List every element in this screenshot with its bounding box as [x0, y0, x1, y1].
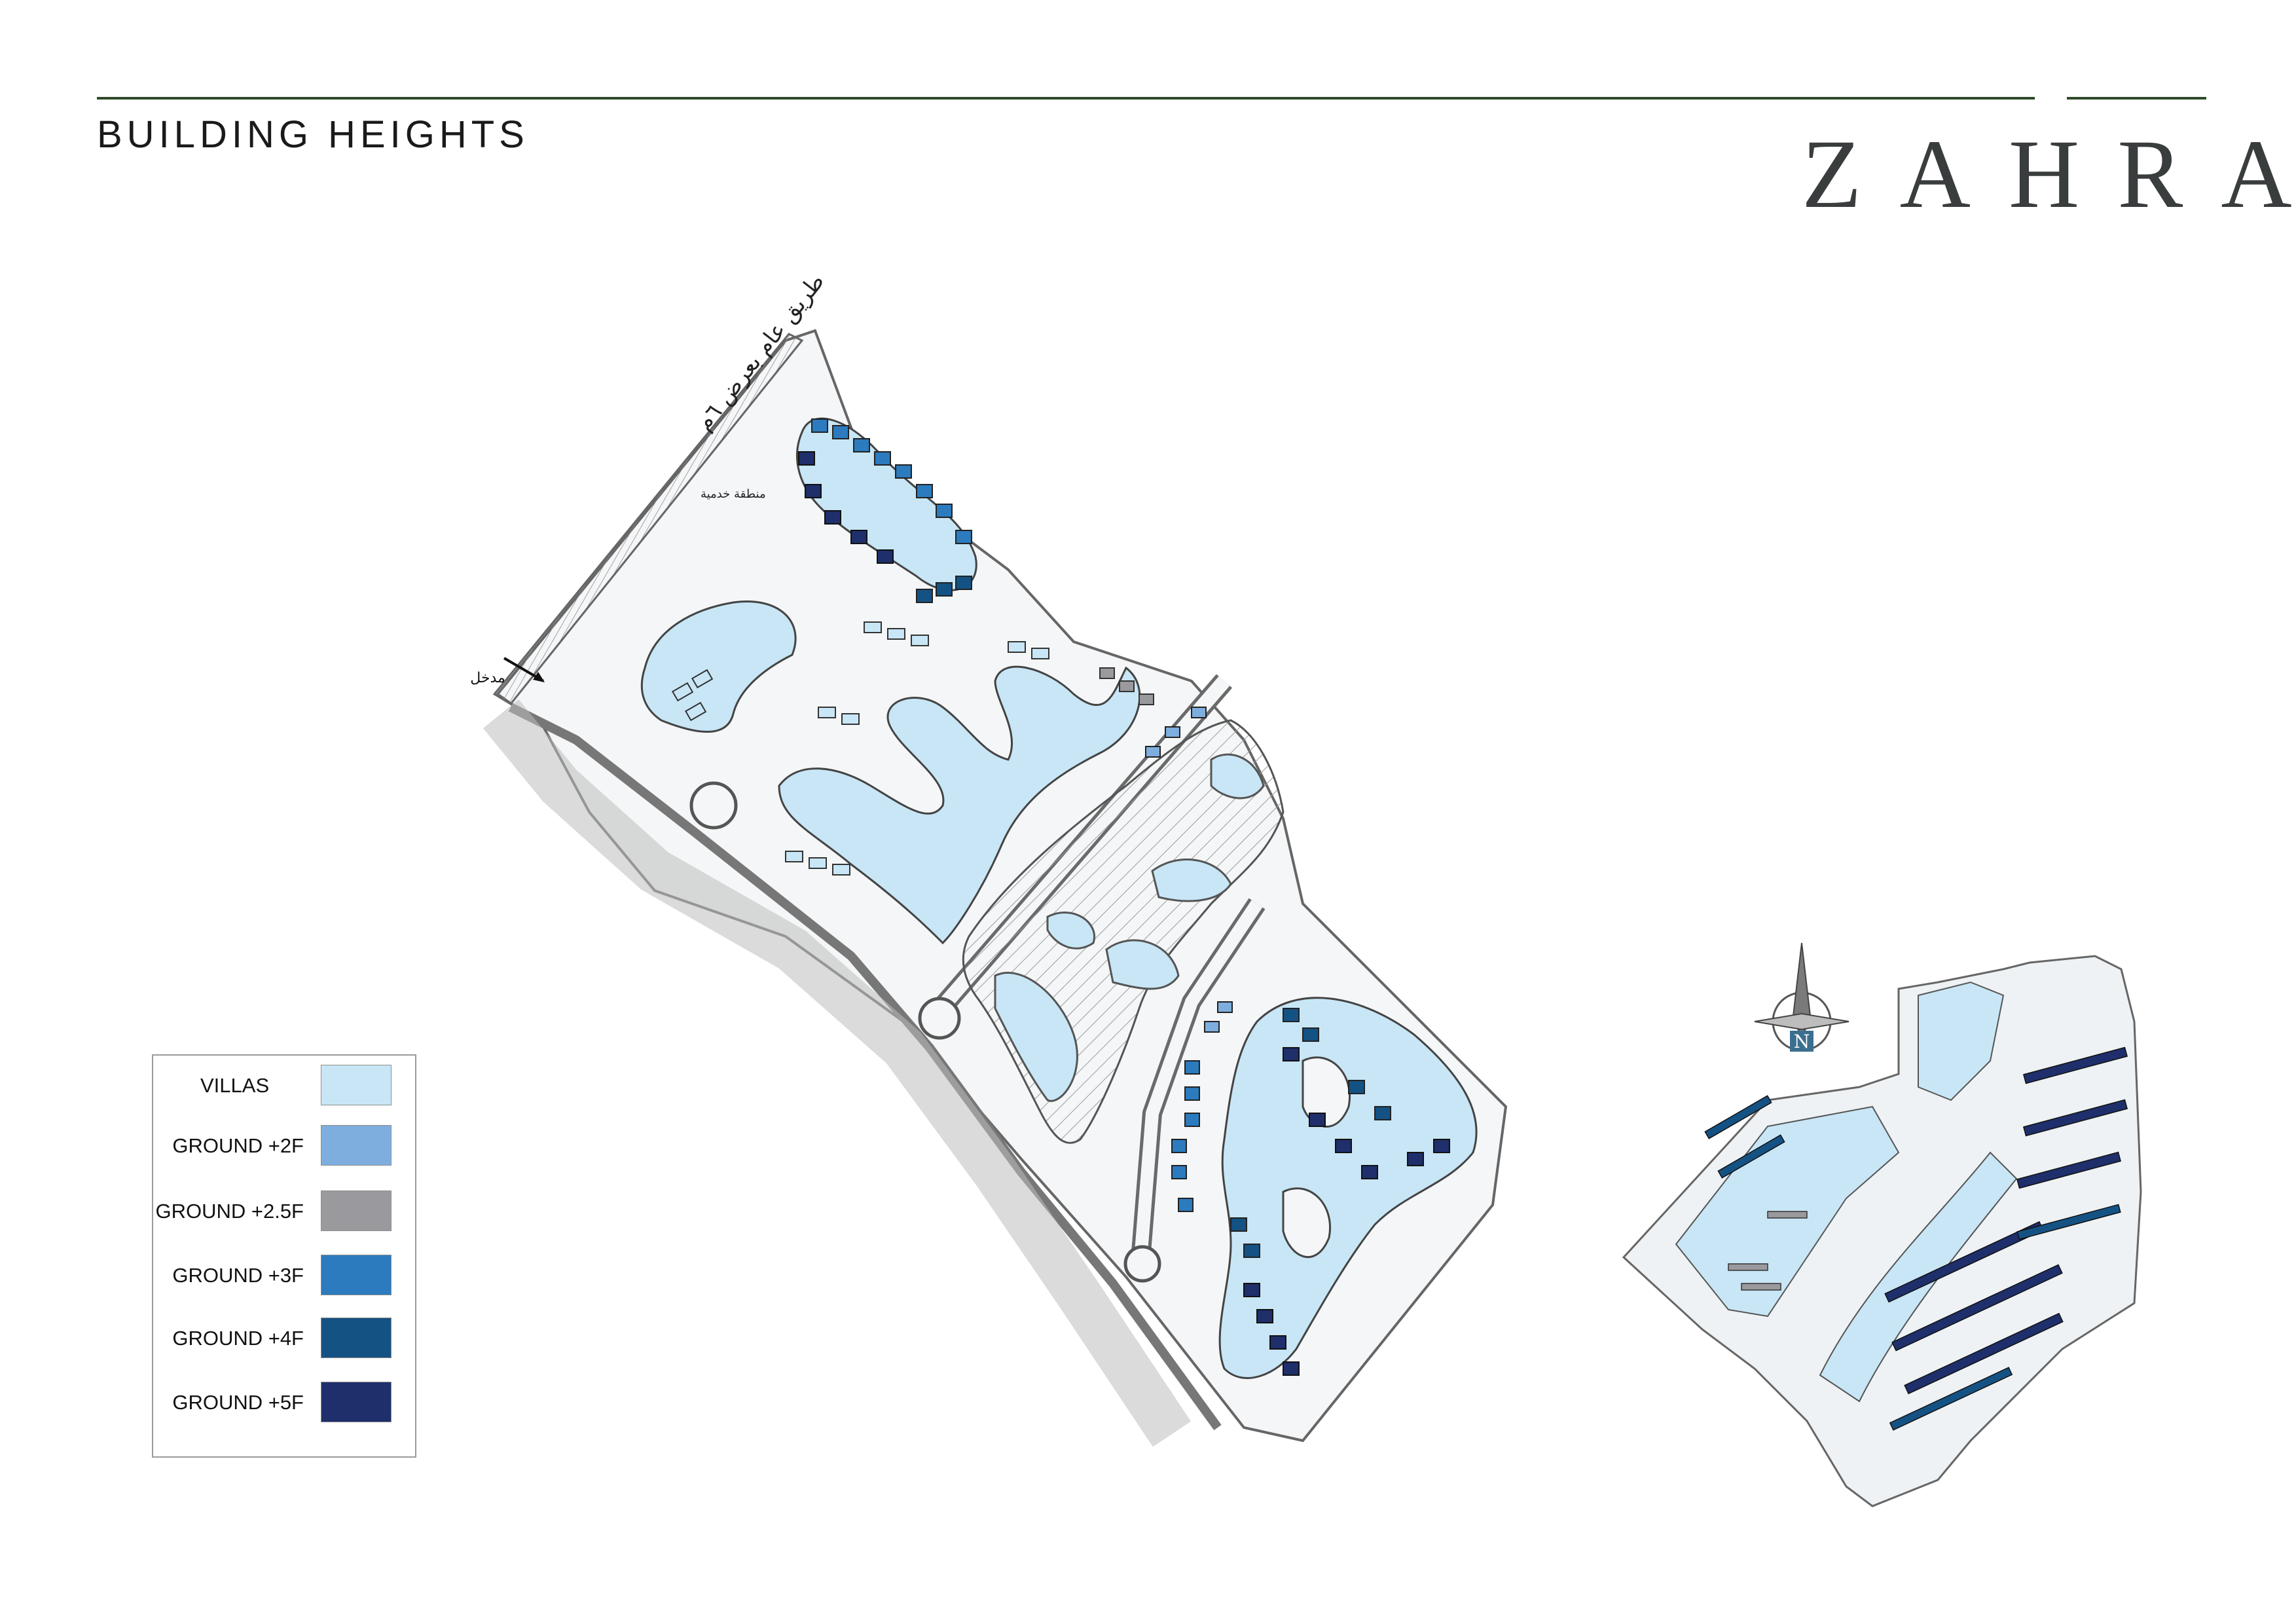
g4-blocks [916, 576, 1391, 1258]
legend-swatch-villas [321, 1065, 392, 1105]
legend-label: VILLAS [200, 1074, 270, 1097]
page-title: BUILDING HEIGHTS [97, 113, 529, 156]
perimeter-road [508, 703, 1222, 1431]
river-water [994, 753, 1265, 1102]
entrance-arrowhead [533, 672, 545, 682]
legend-swatch-ground-2-5f [321, 1190, 392, 1231]
entrance-label: مدخل [470, 670, 505, 686]
boundary-road [492, 333, 804, 705]
legend-label: GROUND +5F [172, 1391, 304, 1414]
key-plan-north-water [1918, 981, 2005, 1101]
villa-blocks [671, 621, 1049, 876]
legend-swatch-ground-4f [321, 1318, 392, 1358]
key-plan-river [1819, 1151, 2018, 1403]
legend-swatch-ground-2f [321, 1125, 392, 1166]
legend-label: GROUND +2F [172, 1134, 304, 1157]
legend-item-ground-2-5f: GROUND +2.5F [153, 1190, 415, 1232]
east-boulevard-inner [1133, 900, 1263, 1278]
zone-label: منطقة خدمية [701, 487, 766, 501]
legend-item-villas: VILLAS [153, 1065, 415, 1107]
legend-label: GROUND +4F [172, 1327, 304, 1350]
perimeter-band [483, 699, 1192, 1447]
key-plan-villas [1728, 1211, 1808, 1291]
key-plan-mid-blocks [1704, 1095, 2121, 1431]
roundabout [689, 781, 738, 830]
g5-blocks [798, 451, 1450, 1376]
legend-item-ground-3f: GROUND +3F [153, 1255, 415, 1297]
g3-blocks [811, 418, 1200, 1212]
compass-letter: N [1794, 1031, 1810, 1052]
main-plan: مدخل طريق عام بعرض ٦م منطقة خدمية [470, 268, 1508, 1447]
legend-swatch-ground-5f [321, 1382, 392, 1422]
header-rule-short [2067, 97, 2206, 100]
g25-blocks [1099, 667, 1154, 705]
roundabout [1123, 1245, 1161, 1283]
g2-blocks [1145, 707, 1233, 1033]
legend-item-ground-4f: GROUND +4F [153, 1318, 415, 1359]
legend-item-ground-5f: GROUND +5F [153, 1382, 415, 1424]
compass-icon: N [1754, 942, 1850, 1052]
legend-label: GROUND +2.5F [155, 1200, 304, 1223]
roundabout [918, 997, 961, 1040]
legend-swatch-ground-3f [321, 1255, 392, 1295]
lagoon-serpentine [778, 665, 1141, 945]
legend-label: GROUND +3F [172, 1264, 304, 1287]
key-plan-dense-blocks [1884, 1046, 2128, 1395]
lagoon-southeast [1218, 997, 1478, 1379]
key-plan: N [1622, 942, 2142, 1507]
key-plan-boundary [1622, 955, 2142, 1507]
header-rule [97, 97, 2035, 100]
legend: VILLAS GROUND +2F GROUND +2.5F GROUND +3… [152, 1054, 416, 1458]
legend-item-ground-2f: GROUND +2F [153, 1125, 415, 1167]
